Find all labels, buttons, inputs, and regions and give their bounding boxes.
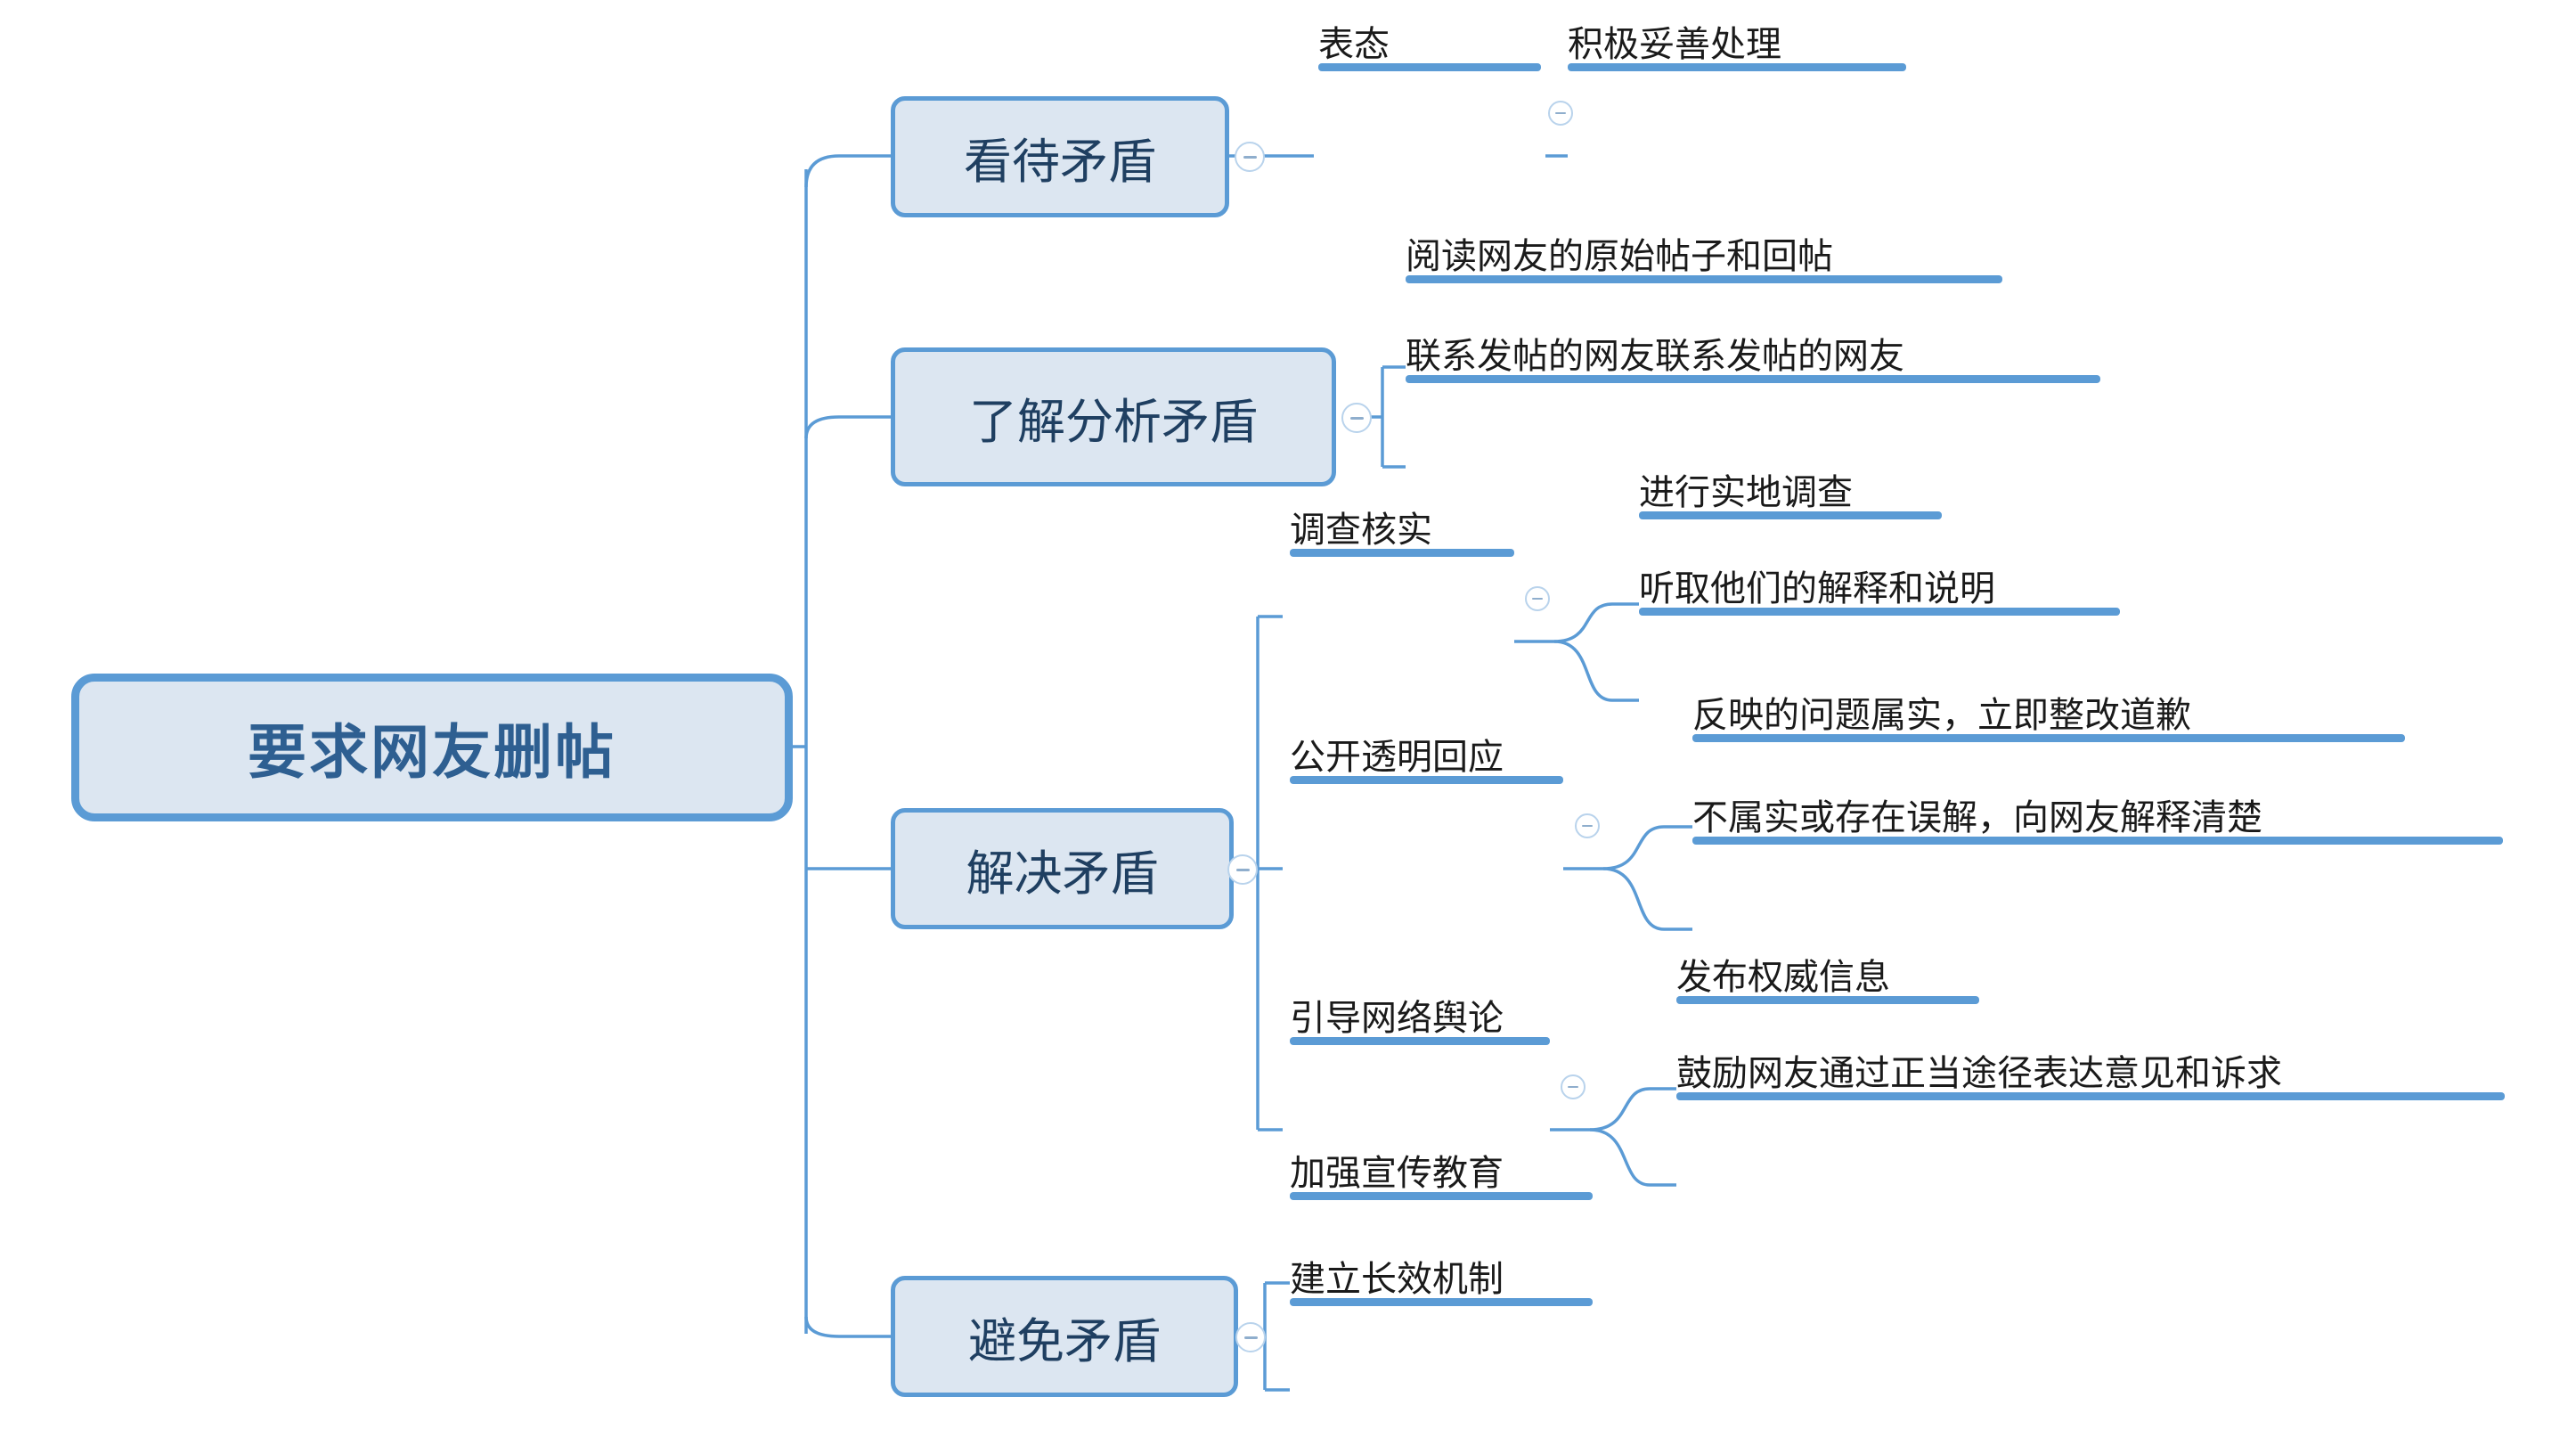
leaf-node-label: 联系发帖的网友联系发帖的网友 [1406,337,1904,376]
leaf-node-label: 加强宣传教育 [1290,1154,1504,1193]
branch-node-liaojie-fenxi-maodun[interactable]: 了解分析矛盾 [891,347,1336,486]
underline-rule [1568,63,1906,71]
underline-rule [1290,1298,1593,1306]
minus-circle-icon [1532,598,1543,600]
leaf-node-label: 阅读网友的原始帖子和回帖 [1406,237,1833,276]
sub-node-label: 公开透明回应 [1290,738,1504,777]
leaf-node-label: 不属实或存在误解，向网友解释清楚 [1692,798,2262,837]
collapse-toggle-jiejue-maodun[interactable] [1227,854,1258,885]
sub-node-label: 表态 [1318,25,1390,64]
root-node-label: 要求网友删帖 [248,719,616,785]
branch-node-label: 看待矛盾 [964,135,1156,189]
underline-rule [1406,275,2002,283]
wire-b3c3-g1 [1589,1087,1676,1131]
underline-rule [1290,1192,1593,1200]
collapse-toggle-kandai-maodun[interactable] [1235,142,1265,172]
collapse-toggle-bimian-maodun[interactable] [1235,1322,1266,1352]
underline-rule [1676,996,1979,1004]
underline-rule [1318,63,1541,71]
underline-rule [1692,734,2405,742]
sub-node-label: 引导网络舆论 [1290,999,1504,1038]
leaf-node-label: 发布权威信息 [1676,958,1890,997]
leaf-node-label: 反映的问题属实，立即整改道歉 [1692,696,2191,735]
wire-trunk-b4 [804,1316,891,1338]
underline-rule [1290,1037,1550,1045]
minus-circle-icon [1555,112,1566,114]
leaf-node-label: 听取他们的解释和说明 [1639,569,1995,609]
branch-node-kandai-maodun[interactable]: 看待矛盾 [891,96,1229,217]
branch-node-label: 避免矛盾 [968,1314,1161,1368]
minus-circle-icon [1568,1086,1578,1088]
minus-circle-icon [1243,1336,1258,1339]
branch-node-jiejue-maodun[interactable]: 解决矛盾 [891,808,1234,929]
collapse-toggle-yindao-wangluo-yulun[interactable] [1561,1074,1586,1099]
wire-trunk-b1 [804,154,891,188]
underline-rule [1639,511,1942,519]
underline-rule [1692,837,2503,845]
root-node[interactable]: 要求网友删帖 [71,674,793,821]
wire-trunk-b2 [804,415,891,439]
minus-circle-icon [1243,155,1257,159]
sub-node-label: 调查核实 [1290,511,1432,550]
leaf-node-label: 建立长效机制 [1290,1260,1504,1299]
minus-circle-icon [1582,825,1593,827]
wire-b3c3-g2 [1589,1128,1676,1187]
collapse-toggle-liaojie-fenxi-maodun[interactable] [1341,403,1372,433]
underline-rule [1290,776,1563,784]
underline-rule [1676,1092,2505,1100]
collapse-toggle-gongkai-touming-huiying[interactable] [1575,813,1600,838]
wire-b3c2-g2 [1602,867,1692,931]
leaf-node-label: 鼓励网友通过正当途径表达意见和诉求 [1676,1054,2282,1093]
leaf-node-label: 积极妥善处理 [1568,25,1781,64]
collapse-toggle-biaotai[interactable] [1548,101,1573,126]
leaf-node-label: 进行实地调查 [1639,473,1853,512]
underline-rule [1406,375,2100,383]
collapse-toggle-diaocha-heshi[interactable] [1525,586,1550,611]
underline-rule [1290,549,1514,557]
branch-node-bimian-maodun[interactable]: 避免矛盾 [891,1276,1238,1397]
underline-rule [1639,608,2120,616]
branch-node-label: 解决矛盾 [966,846,1159,901]
wire-b3c1-g2 [1553,640,1639,702]
minus-circle-icon [1349,416,1364,420]
wire-b3c2-g1 [1602,825,1692,870]
branch-node-label: 了解分析矛盾 [969,395,1258,449]
wire-b3c1-g1 [1553,602,1639,643]
minus-circle-icon [1235,868,1250,871]
